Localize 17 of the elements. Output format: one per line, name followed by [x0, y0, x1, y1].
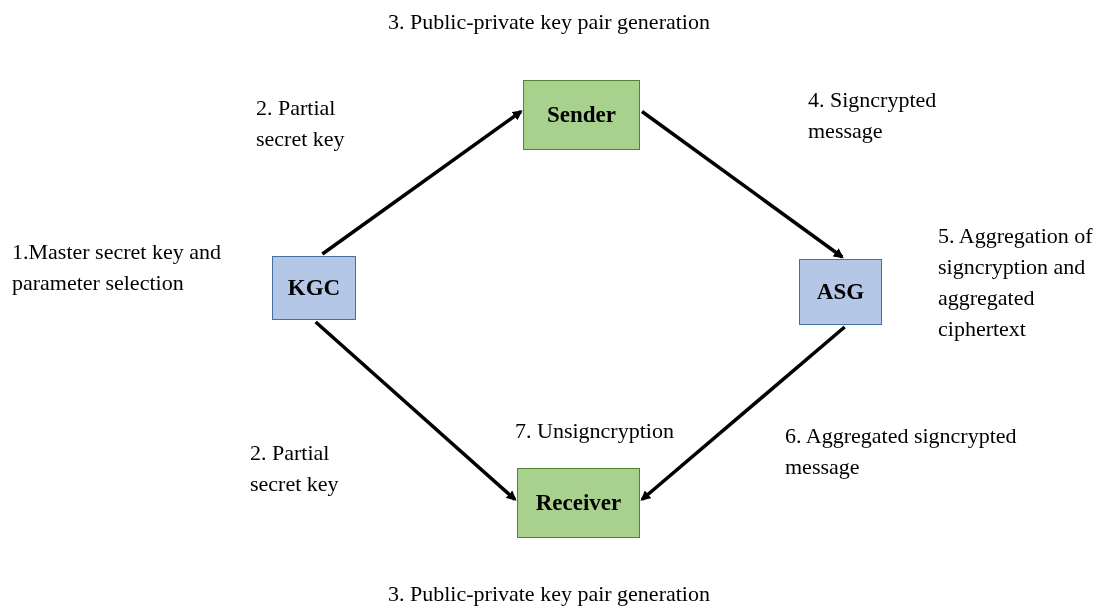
edge-label: 2. Partial secret key [256, 94, 346, 153]
step-caption: 5. Aggregation of signcryption and aggregated ciphertext [938, 222, 1094, 343]
edge-label: 2. Partial secret key [250, 439, 340, 498]
arrow [640, 110, 844, 259]
process-box: Receiver [517, 468, 640, 538]
process-box: KGC [272, 256, 356, 320]
step-caption: 3. Public-private key pair generation [388, 580, 711, 608]
edge-label: 4. Signcrypted message [808, 86, 938, 145]
process-box: Sender [523, 80, 640, 150]
process-box: ASG [799, 259, 882, 325]
edge-label: 6. Aggregated signcrypted message [785, 422, 1018, 481]
arrow [314, 320, 517, 501]
step-caption: 3. Public-private key pair generation [388, 8, 711, 36]
step-caption: 1.Master secret key and parameter selection [12, 238, 222, 297]
arrow [321, 110, 523, 256]
arrow [640, 325, 846, 501]
step-caption: 7. Unsigncryption [515, 417, 675, 445]
